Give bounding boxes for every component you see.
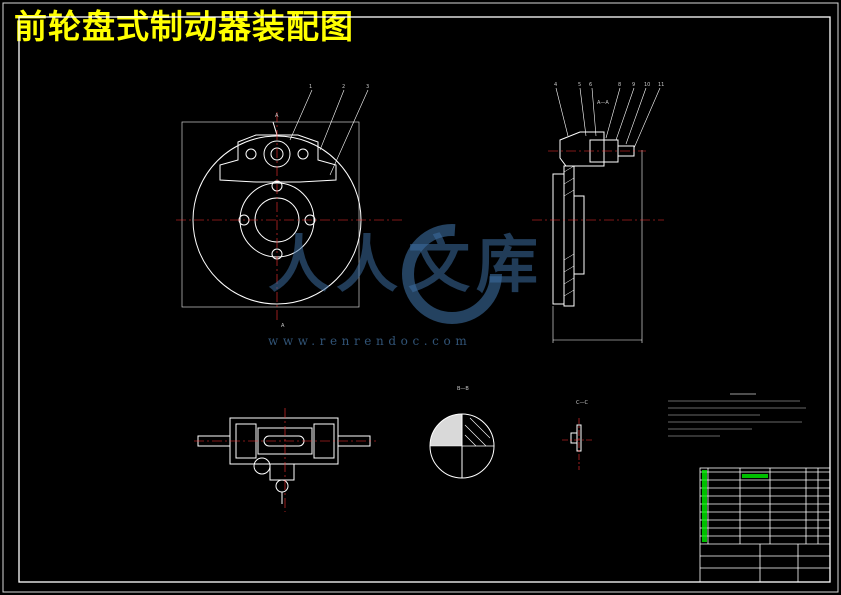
- svg-text:6: 6: [589, 82, 592, 88]
- side-section-labels: 4 5 6 8 9 10 11 A—A: [554, 82, 664, 106]
- side-section-hatching: [563, 165, 575, 297]
- front-view: [181, 89, 369, 308]
- svg-text:4: 4: [554, 82, 557, 88]
- side-section-centerlines: [532, 150, 664, 221]
- technical-notes: [668, 393, 806, 437]
- caliper-top-view-centerlines: [194, 408, 376, 512]
- side-section-view: [552, 87, 661, 343]
- svg-text:9: 9: [632, 82, 635, 88]
- detail-c-c: [562, 418, 592, 470]
- front-view-labels: 1 2 3 A A: [275, 84, 369, 329]
- svg-text:3: 3: [366, 84, 369, 90]
- caliper-top-view: [197, 417, 371, 504]
- detail-c-c-label: C—C: [576, 400, 588, 406]
- svg-text:5: 5: [578, 82, 581, 88]
- inner-border: [18, 16, 831, 583]
- svg-text:11: 11: [658, 82, 664, 88]
- svg-text:A: A: [281, 323, 285, 329]
- svg-text:10: 10: [644, 82, 650, 88]
- front-view-centerlines: [176, 112, 404, 322]
- svg-text:A—A: A—A: [597, 100, 609, 106]
- drawing-title: 前轮盘式制动器装配图: [14, 7, 354, 46]
- section-b-b: B—B: [429, 386, 495, 479]
- svg-text:2: 2: [342, 84, 345, 90]
- title-block: [699, 467, 831, 583]
- svg-text:A: A: [275, 113, 279, 119]
- svg-text:1: 1: [309, 84, 312, 90]
- svg-text:B—B: B—B: [457, 386, 469, 392]
- svg-text:8: 8: [618, 82, 621, 88]
- title-block-green-cells: [702, 470, 768, 542]
